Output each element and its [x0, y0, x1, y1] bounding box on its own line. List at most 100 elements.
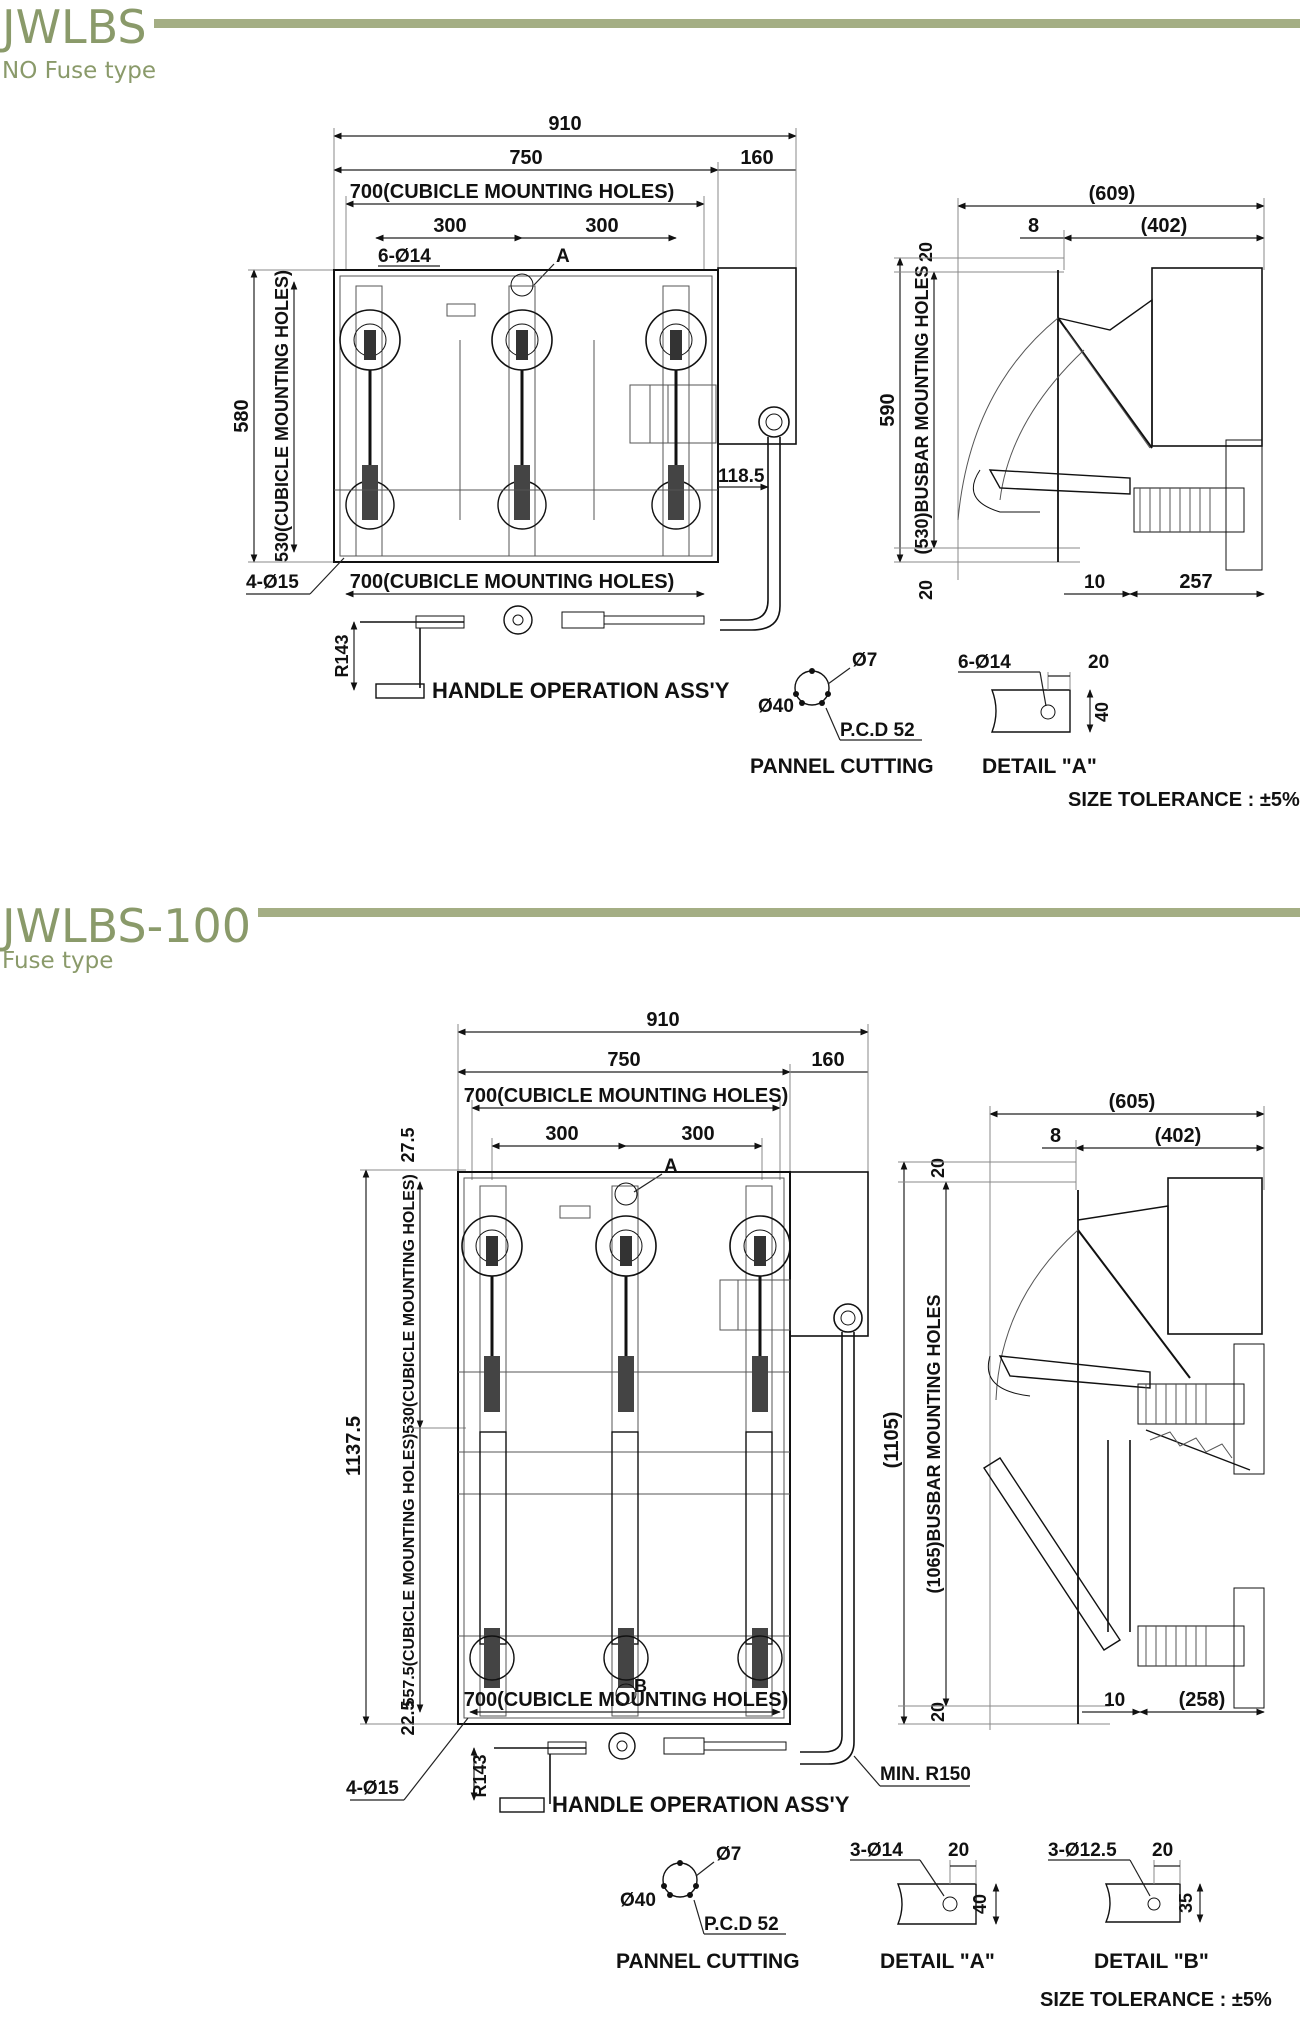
panel-hole: Ø7: [852, 650, 877, 671]
pole-3: [645, 285, 707, 557]
marker-a: A: [664, 1156, 678, 1177]
dim-depth-inner: (402): [1155, 1125, 1202, 1147]
dim-mounting-side-lower: 557.5(CUBICLE MOUNTING HOLES): [401, 1434, 418, 1707]
detail-a-height: 40: [1092, 702, 1112, 722]
dim-side-height: (1105): [881, 1412, 903, 1469]
detail-a-holes: 3-Ø14: [850, 1840, 903, 1861]
detail-b-width: 20: [1152, 1840, 1173, 1861]
pole-2: [595, 1182, 657, 1717]
label-min-radius: MIN. R150: [880, 1764, 971, 1785]
panel-cutting: Ø7 Ø40 P.C.D 52 PANNEL CUTTING: [750, 650, 934, 778]
dim-bottom-20: 20: [928, 1702, 948, 1722]
dim-depth: (605): [1109, 1091, 1156, 1113]
front-view: 910 750 160 700(CUBICLE MOUNTING HOLES) …: [343, 1009, 971, 1801]
dim-pitch-left: 300: [545, 1123, 578, 1145]
handle-assembly: R143 HANDLE OPERATION ASS'Y: [332, 615, 730, 703]
dim-bottom-22: 22.5: [398, 1700, 418, 1735]
dim-height-1137: 1137.5: [343, 1416, 365, 1476]
panel-pcd: P.C.D 52: [840, 720, 915, 741]
dim-top-20: 20: [916, 242, 936, 262]
dim-bottom-20: 20: [916, 580, 936, 600]
detail-a: 6-Ø14 20 40 DETAIL "A": [958, 652, 1112, 778]
dim-depth-bottom: 257: [1179, 571, 1212, 593]
detail-a-width: 20: [948, 1840, 969, 1861]
section-subtitle-jwlbs-100: Fuse type: [2, 948, 114, 974]
pole-1: [339, 285, 401, 557]
dim-top-20: 20: [928, 1158, 948, 1178]
dim-height-580: 580: [231, 399, 253, 432]
dim-top-27: 27.5: [398, 1127, 418, 1162]
marker-b: B: [634, 1676, 647, 1696]
section-subtitle-jwlbs: NO Fuse type: [2, 58, 156, 84]
section-title-jwlbs-100: JWLBS-100: [2, 899, 252, 953]
dim-offset-118: 118.5: [718, 466, 765, 487]
detail-a: 3-Ø14 20 40 DETAIL "A": [850, 1840, 1000, 1973]
dim-offset-10: 10: [1084, 572, 1105, 593]
side-view: (605) (402) 8 (1105) (1065)BUSBAR MOUNTI…: [881, 1091, 1265, 1730]
dim-depth: (609): [1089, 183, 1136, 205]
dim-offset-8: 8: [1050, 1125, 1061, 1147]
dim-offset-8: 8: [1028, 215, 1039, 237]
dim-depth-bottom: (258): [1179, 1689, 1226, 1711]
panel-label: PANNEL CUTTING: [750, 755, 934, 778]
dim-side-height: 590: [877, 393, 899, 426]
insulator-bellows: [1133, 487, 1245, 533]
pole-2: [491, 273, 553, 557]
detail-a-height: 40: [970, 1894, 990, 1914]
dim-mounting-bottom: 700(CUBICLE MOUNTING HOLES): [350, 571, 674, 593]
dim-mounting-top: 700(CUBICLE MOUNTING HOLES): [464, 1085, 788, 1107]
dim-width-160: 160: [740, 147, 773, 169]
dim-width-160: 160: [811, 1049, 844, 1071]
dim-mounting-side-upper: 530(CUBICLE MOUNTING HOLES): [401, 1174, 418, 1434]
panel-dia: Ø40: [758, 696, 794, 717]
panel-dia: Ø40: [620, 1890, 656, 1911]
section-divider-line: [258, 908, 1300, 917]
detail-b-label: DETAIL "B": [1094, 1950, 1209, 1973]
label-holes-top: 6-Ø14: [378, 246, 431, 267]
detail-a-label: DETAIL "A": [982, 755, 1097, 778]
detail-b-height: 35: [1176, 1893, 1196, 1913]
detail-a-label: DETAIL "A": [880, 1950, 995, 1973]
detail-a-width: 20: [1088, 652, 1109, 673]
section-divider-line: [154, 19, 1300, 28]
dim-mounting-top: 700(CUBICLE MOUNTING HOLES): [350, 181, 674, 203]
side-view: (609) (402) 8 590 (530)BUSBAR MOUNTING H…: [877, 183, 1265, 600]
insulator-bellows-lower: [1137, 1625, 1245, 1667]
jwlbs-drawing: 910 750 160 700(CUBICLE MOUNTING HOLES) …: [231, 113, 1300, 811]
pole-1: [461, 1185, 523, 1717]
jwlbs-100-drawing: 910 750 160 700(CUBICLE MOUNTING HOLES) …: [343, 1009, 1272, 2011]
dim-overall-width: 910: [548, 113, 581, 135]
label-holes-bottom: 4-Ø15: [246, 572, 299, 593]
dim-mounting-bottom: 700(CUBICLE MOUNTING HOLES): [464, 1689, 788, 1711]
section-title-jwlbs: JWLBS: [2, 0, 147, 54]
pole-3: [729, 1185, 791, 1717]
marker-a: A: [556, 246, 570, 267]
dim-offset-10: 10: [1104, 1690, 1125, 1711]
dim-pitch-right: 300: [585, 215, 618, 237]
dim-width-750: 750: [607, 1049, 640, 1071]
panel-hole: Ø7: [716, 1844, 741, 1865]
dim-pitch-right: 300: [681, 1123, 714, 1145]
label-holes-bottom: 4-Ø15: [346, 1778, 399, 1799]
detail-b: 3-Ø12.5 20 35 DETAIL "B": [1048, 1840, 1209, 1973]
tolerance-note: SIZE TOLERANCE : ±5%: [1068, 789, 1300, 811]
detail-a-holes: 6-Ø14: [958, 652, 1011, 673]
handle-radius: R143: [332, 634, 352, 677]
panel-label: PANNEL CUTTING: [616, 1950, 800, 1973]
handle-assembly: R143 HANDLE OPERATION ASS'Y: [470, 1741, 850, 1817]
dim-busbar: (1065)BUSBAR MOUNTING HOLES: [924, 1294, 944, 1593]
panel-cutting: Ø7 Ø40 P.C.D 52 PANNEL CUTTING: [616, 1844, 800, 1973]
detail-b-holes: 3-Ø12.5: [1048, 1840, 1117, 1861]
front-view: 910 750 160 700(CUBICLE MOUNTING HOLES) …: [231, 113, 797, 635]
handle-label: HANDLE OPERATION ASS'Y: [552, 1792, 850, 1817]
dim-pitch-left: 300: [433, 215, 466, 237]
handle-radius: R143: [470, 1754, 490, 1797]
handle-label: HANDLE OPERATION ASS'Y: [432, 678, 730, 703]
dim-width-750: 750: [509, 147, 542, 169]
panel-pcd: P.C.D 52: [704, 1914, 779, 1935]
tolerance-note: SIZE TOLERANCE : ±5%: [1040, 1989, 1272, 2011]
insulator-bellows-upper: [1137, 1383, 1245, 1425]
dim-busbar: (530)BUSBAR MOUNTING HOLES: [912, 265, 932, 554]
dim-overall-width: 910: [646, 1009, 679, 1031]
dim-mounting-side: 530(CUBICLE MOUNTING HOLES): [272, 270, 292, 562]
